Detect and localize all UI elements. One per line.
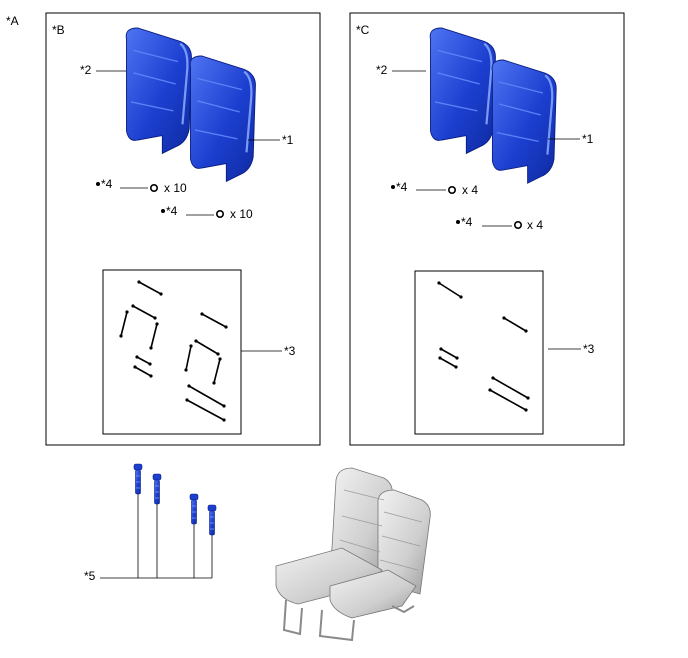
pin-leaders [100,494,213,579]
panel-b-dot-1 [96,182,100,186]
panel-c-frame [349,12,625,446]
clip-ring-icon [150,184,158,192]
panel-b-qty-upper: x 10 [164,181,187,195]
panel-b-qty-lower: x 10 [230,207,253,221]
panel-b-seat-cover-left [125,26,193,155]
panel-b-label: *B [52,23,65,37]
panel-c-seat-cover-left [429,26,497,155]
pin-icon [133,463,143,495]
panel-c-label: *C [356,23,370,37]
panel-b-rods [120,281,227,421]
panel-c-callout-1: *1 [582,132,594,146]
panel-c-seat-cover-right [490,58,558,185]
callout-5: *5 [84,569,96,583]
label-a: *A [6,14,19,28]
pin-icon [207,504,217,536]
panel-b-seat-cover-right [189,54,257,183]
pin-icon [152,473,162,505]
panel-b-callout-3: *3 [284,344,296,358]
clip-ring-icon [216,210,224,218]
panel-b-dot-2 [161,209,165,213]
panel-c-qty-lower: x 4 [527,218,543,232]
panel-c-callout-4b: *4 [461,215,473,229]
panel-c-dot-2 [456,220,460,224]
panel-c-callout-4a: *4 [396,180,408,194]
panel-c-rod-ends [437,281,530,412]
seat-assembly-illustration [275,467,431,642]
panel-b-rod-ends [119,280,228,422]
panel-c-qty-upper: x 4 [462,183,478,197]
panel-b-callout-1: *1 [282,133,294,147]
panel-b-rods-box [102,269,242,435]
clip-ring-icon [447,186,457,194]
panel-c-callout-3: *3 [583,342,595,356]
panel-c-callout-2: *2 [376,63,388,77]
panel-b-frame [45,12,321,446]
panel-c-rods [438,282,529,411]
panel-b-callout-4a: *4 [101,177,113,191]
panel-b-callout-4b: *4 [166,204,178,218]
panel-c-dot-1 [391,185,395,189]
panel-b-callout-2: *2 [80,63,92,77]
pin-icon [189,493,199,525]
clip-ring-icon [513,221,523,229]
panel-c-rods-box [414,270,544,435]
